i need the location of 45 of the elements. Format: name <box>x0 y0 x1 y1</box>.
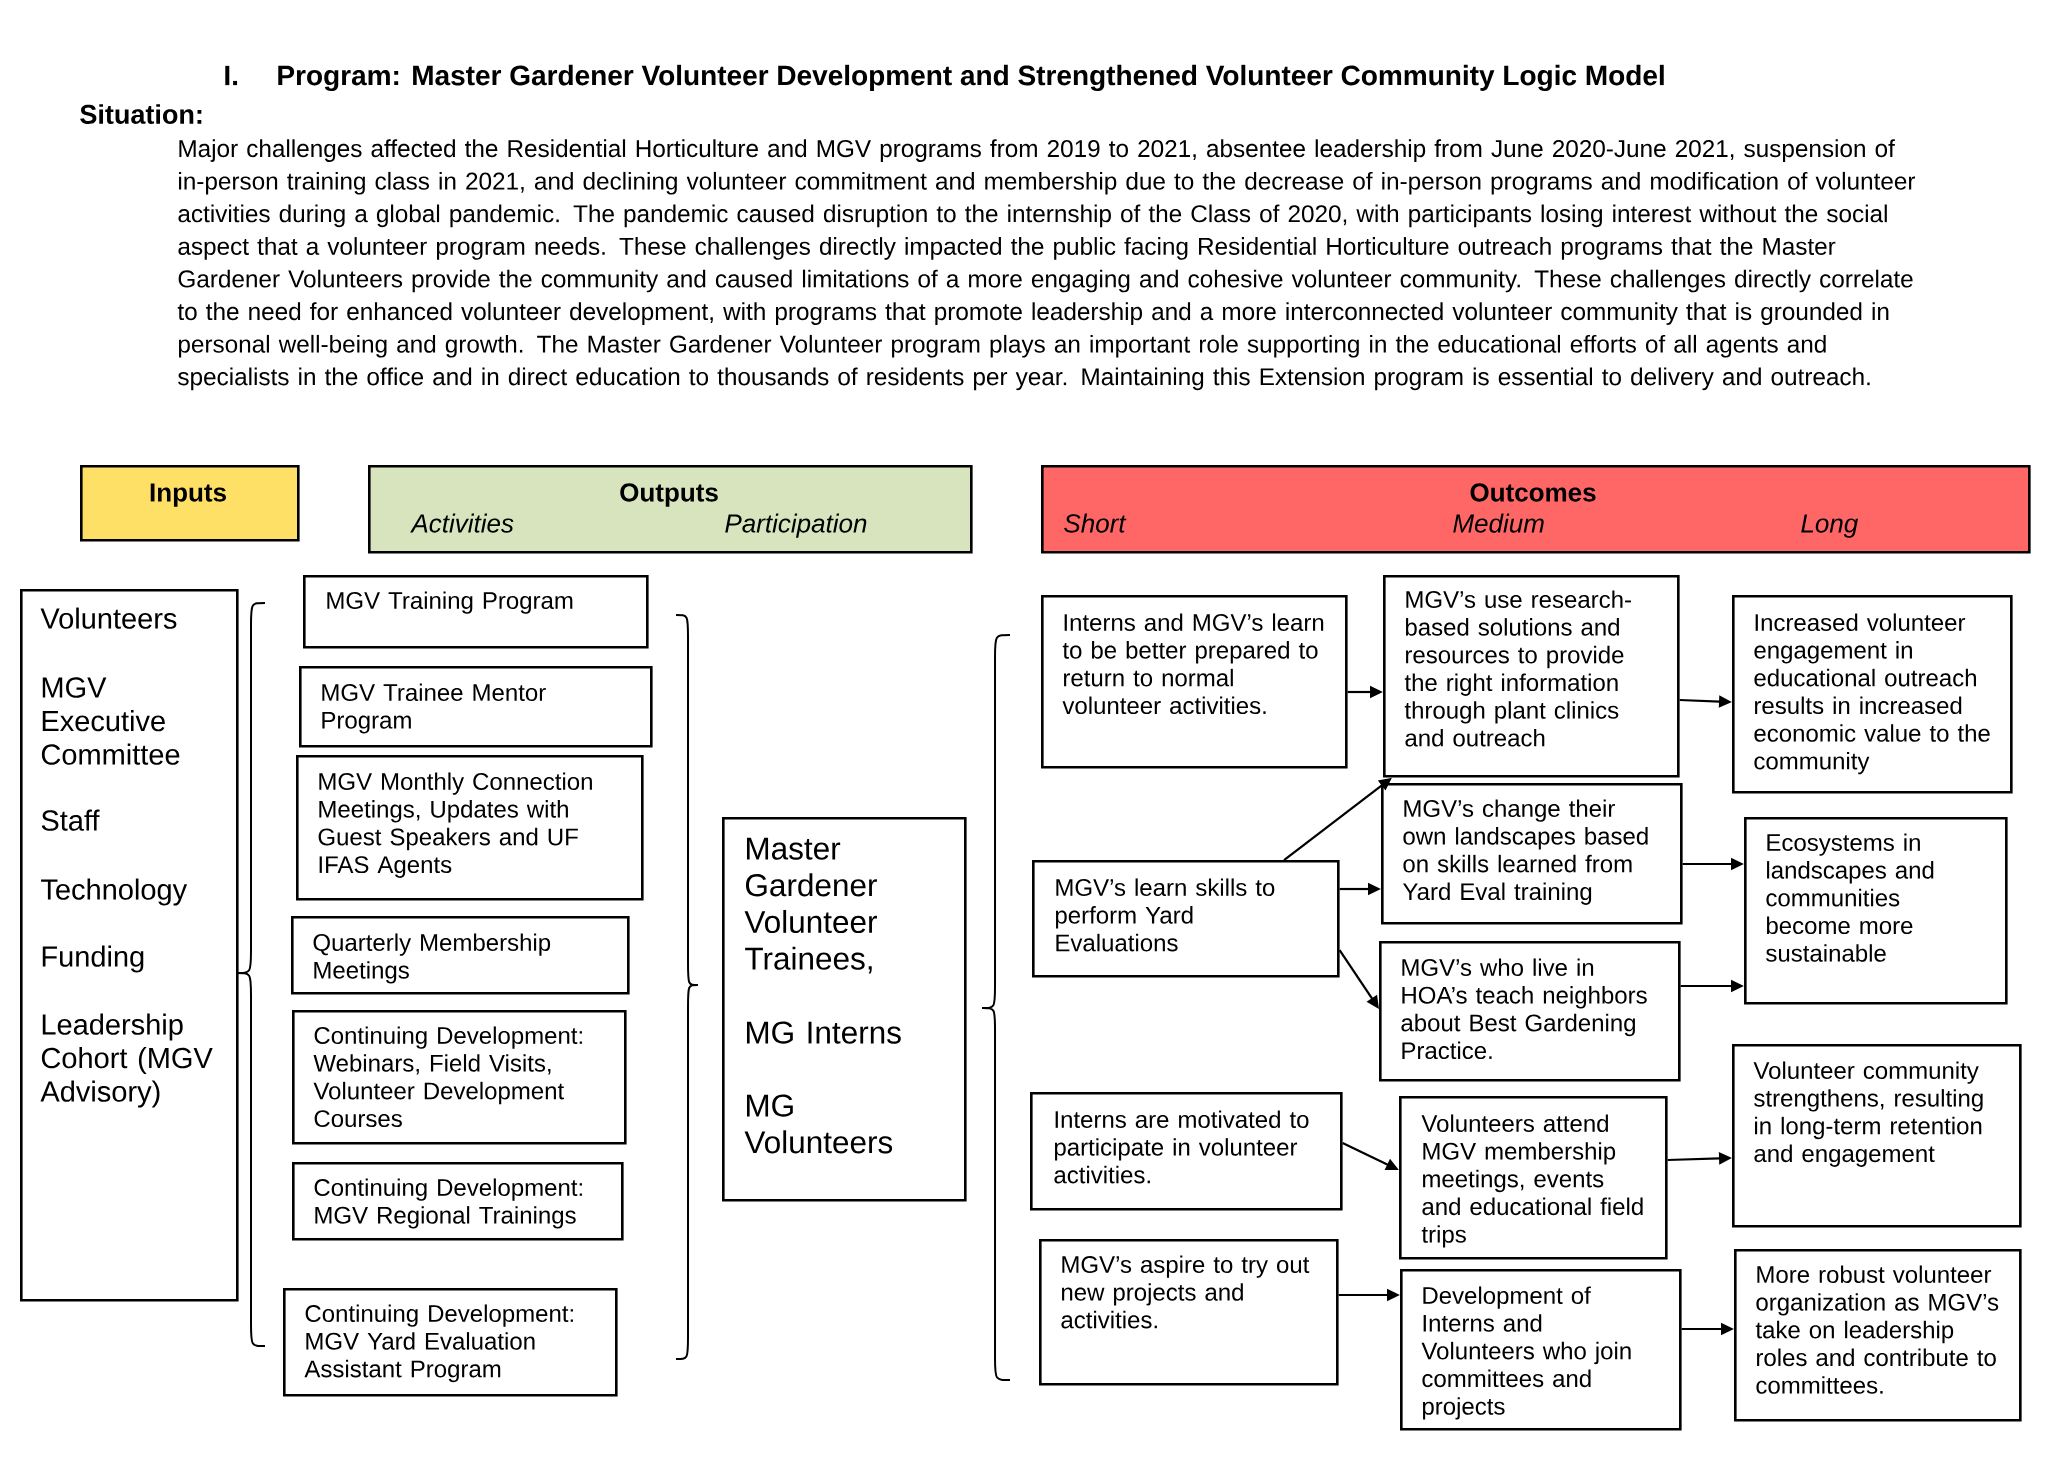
section-number: I. <box>225 65 238 86</box>
heading-band <box>368 465 973 554</box>
list-item: Master Gardener Volunteer Trainees, <box>744 837 877 974</box>
heading-band: Inputs <box>80 465 300 542</box>
list-item: Funding <box>42 945 144 973</box>
subheading: Long <box>1801 514 1859 538</box>
title: Program: Master Gardener Volunteer Development and Strengthened Volunteer Community Logic Model <box>278 64 1664 92</box>
outcome-box: MGV’s aspire to try out new projects and activities. <box>1039 1239 1339 1386</box>
list-item: MG Interns <box>747 1021 901 1044</box>
outcome-box: Volunteer community strengthens, resulting in long-term retention and engagement <box>1732 1044 2022 1228</box>
outcome-box: More robust volunteer organization as MGV’s take on leadership roles and contribute to committees. <box>1734 1249 2022 1422</box>
activity-box: Continuing Development: Webinars, Field Visits, Volunteer Development Courses <box>292 1010 627 1145</box>
outcome-box: Interns are motivated to participate in volunteer activities. <box>1030 1092 1343 1211</box>
list-item: Leadership Cohort (MGV Advisory) <box>40 1013 213 1108</box>
column-heading: Outcomes <box>1470 483 1596 502</box>
heading-band <box>1041 465 2031 554</box>
list-item: MG Volunteers <box>744 1094 893 1154</box>
outcome-box: MGV’s learn skills to perform Yard Evaluations <box>1032 860 1340 978</box>
activity-box: Continuing Development: MGV Yard Evaluation Assistant Program <box>283 1288 618 1397</box>
column-heading: Outputs <box>620 483 718 507</box>
subheading: Activities <box>410 513 514 533</box>
outcome-box: MGV’s use research-based solutions and resources to provide the right information through plant clinics and outreach <box>1383 575 1680 778</box>
outcome-box: Increased volunteer engagement in educational outreach results in increased economic value to the community <box>1732 595 2013 794</box>
subheading: Medium <box>1453 513 1544 533</box>
activity-box: MGV Trainee Mentor Program <box>299 666 653 748</box>
list-item: MGV Executive Committee <box>41 677 180 765</box>
outcome-box: Interns and MGV’s learn to be better prepared to return to normal volunteer activities. <box>1041 595 1348 769</box>
paragraph: Major challenges affected the Residential Horticulture and MGV programs from 2019 to 2021, absentee leadership from June 2020-June 2021, suspension of in-person training class in 2021, and declining volunteer commitment and membership due to the decrease of in-person programs and modification of volunteer activities during a global pandemic. The pandemic caused disruption to the internship of the Class of 2020, with participants losing interest without the social aspect that a volunteer program needs. These challenges directly impacted the public facing Residential Horticulture outreach programs that the Master Gardener Volunteers provide the community and caused limitations of a more engaging and cohesive volunteer community. These challenges directly correlate to the need for enhanced volunteer development, with programs that promote leadership and a more interconnected volunteer community that is grounded in personal well-being and growth. The Master Gardener Volunteer program plays an important role supporting in the educational efforts of all agents and specialists in the office and in direct education to thousands of residents per year. Maintaining this Extension program is essential to delivery and outreach. <box>177 139 1916 391</box>
section-heading: Situation: <box>80 104 202 124</box>
activity-box: MGV Training Program <box>303 575 649 649</box>
subheading: Participation <box>725 513 867 538</box>
subheading: Short <box>1064 513 1127 533</box>
outcome-box: Volunteers attend MGV membership meetings, events and educational field trips <box>1399 1096 1668 1260</box>
outcome-box: Ecosystems in landscapes and communities become more sustainable <box>1744 817 2008 1005</box>
outcome-box: MGV’s who live in HOA’s teach neighbors about Best Gardening Practice. <box>1379 941 1681 1082</box>
outcome-box: Development of Interns and Volunteers who join committees and projects <box>1400 1269 1682 1431</box>
outcome-box: MGV’s change their own landscapes based on skills learned from Yard Eval training <box>1381 783 1683 925</box>
input-box <box>20 589 239 1302</box>
activity-box: Continuing Development: MGV Regional Trainings <box>292 1162 624 1241</box>
activity-box: MGV Monthly Connection Meetings, Updates with Guest Speakers and UF IFAS Agents <box>296 755 644 901</box>
list-item: Staff <box>41 809 100 831</box>
list-item: Volunteers <box>40 607 177 629</box>
list-item: Technology <box>41 878 188 906</box>
activity-box: Quarterly Membership Meetings <box>291 916 630 995</box>
participant-box <box>722 817 967 1202</box>
